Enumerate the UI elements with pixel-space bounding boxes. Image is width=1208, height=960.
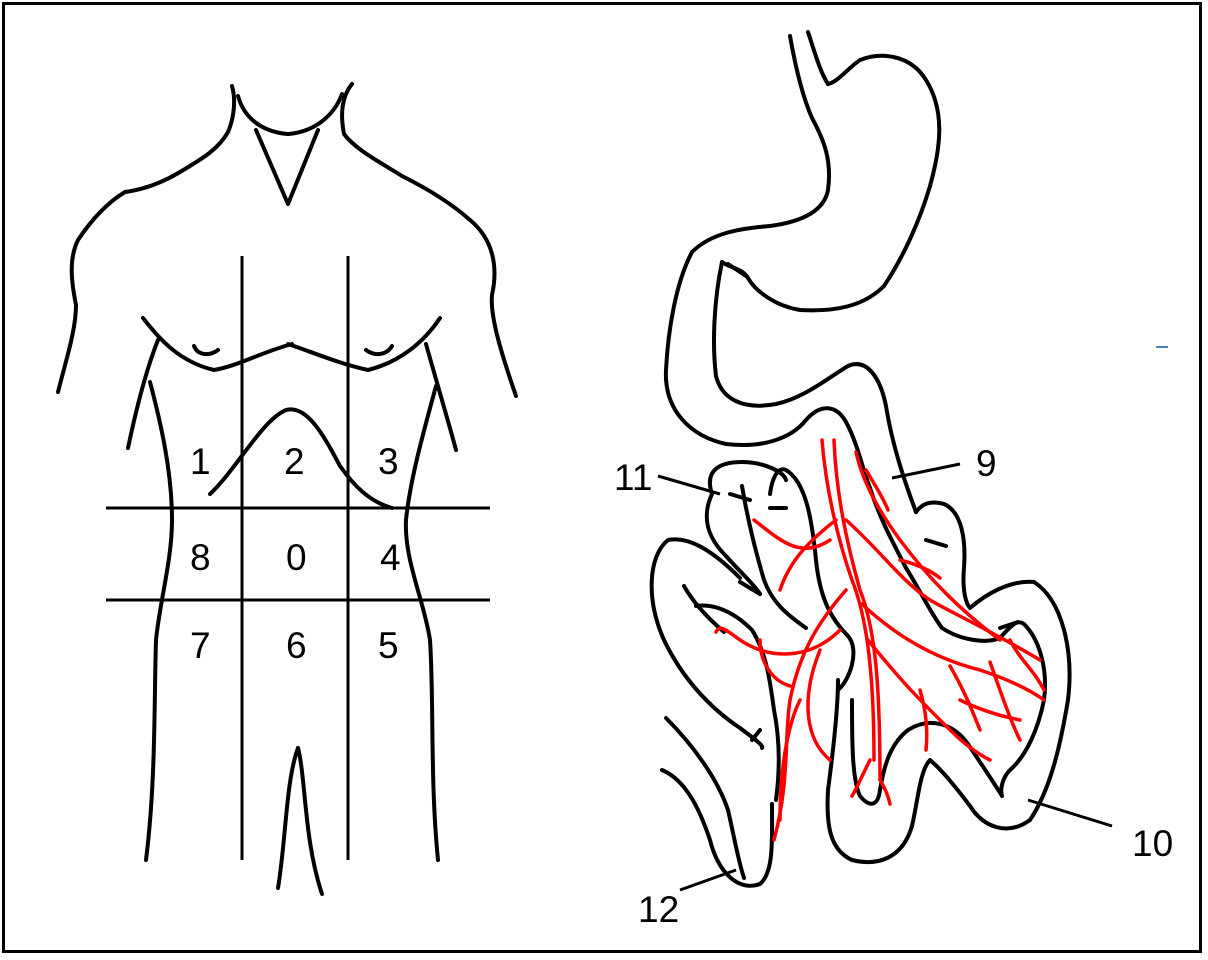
arm-inner-right xyxy=(426,344,456,450)
chest-right xyxy=(288,318,440,370)
neck-left xyxy=(58,86,234,392)
region-label-7: 7 xyxy=(190,625,211,666)
vessel-branch-18 xyxy=(960,700,1020,720)
esophagus-left xyxy=(692,36,829,252)
vessel-branch-5 xyxy=(990,662,1020,740)
region-label-8: 8 xyxy=(190,537,211,578)
label-12: 12 xyxy=(638,889,679,930)
esophagus-right xyxy=(808,32,828,84)
vessel-branch-13 xyxy=(760,640,790,686)
vessel-trunk-a xyxy=(822,440,874,760)
label-10: 10 xyxy=(1132,823,1173,864)
region-label-6: 6 xyxy=(286,625,307,666)
region-label-3: 3 xyxy=(378,441,399,482)
collar-curve xyxy=(238,94,342,134)
region-label-4: 4 xyxy=(380,537,401,578)
torso-figure xyxy=(58,84,516,894)
loop-tick-b xyxy=(926,540,946,546)
vessel-branch-19 xyxy=(920,690,927,750)
loop-left-lower-outer xyxy=(666,718,744,878)
duodenum-inner xyxy=(714,262,916,512)
vessel-branch-7 xyxy=(780,520,836,590)
label-9: 9 xyxy=(976,443,997,484)
chest-left xyxy=(143,318,292,370)
leader-12 xyxy=(680,870,736,890)
flank-left xyxy=(146,382,172,860)
vessel-branch-4 xyxy=(950,666,980,730)
loop-11-inner xyxy=(707,494,760,594)
loop-right-outer xyxy=(828,502,1070,862)
region-label-1: 1 xyxy=(190,441,211,482)
vessel-branch-3 xyxy=(868,640,990,760)
loop-tick-f xyxy=(730,494,750,500)
flank-right xyxy=(406,386,438,860)
genital-left xyxy=(278,748,298,888)
leader-10 xyxy=(1028,800,1112,826)
label-11: 11 xyxy=(614,457,652,498)
vessel-branch-11 xyxy=(808,650,830,760)
region-label-0: 0 xyxy=(286,537,307,578)
region-labels: 1 2 3 8 0 4 7 6 5 xyxy=(190,441,401,666)
region-label-2: 2 xyxy=(284,441,305,482)
nipple-right xyxy=(366,346,392,354)
genital-right xyxy=(298,748,322,894)
region-label-5: 5 xyxy=(378,625,399,666)
nipple-left xyxy=(194,346,218,354)
loop-tick-e xyxy=(728,264,746,276)
sternal-notch xyxy=(256,130,318,204)
loop-tick-c xyxy=(1000,622,1018,628)
intestine-labels: 9 10 11 12 xyxy=(614,443,1173,930)
gut-figure xyxy=(652,32,1070,886)
